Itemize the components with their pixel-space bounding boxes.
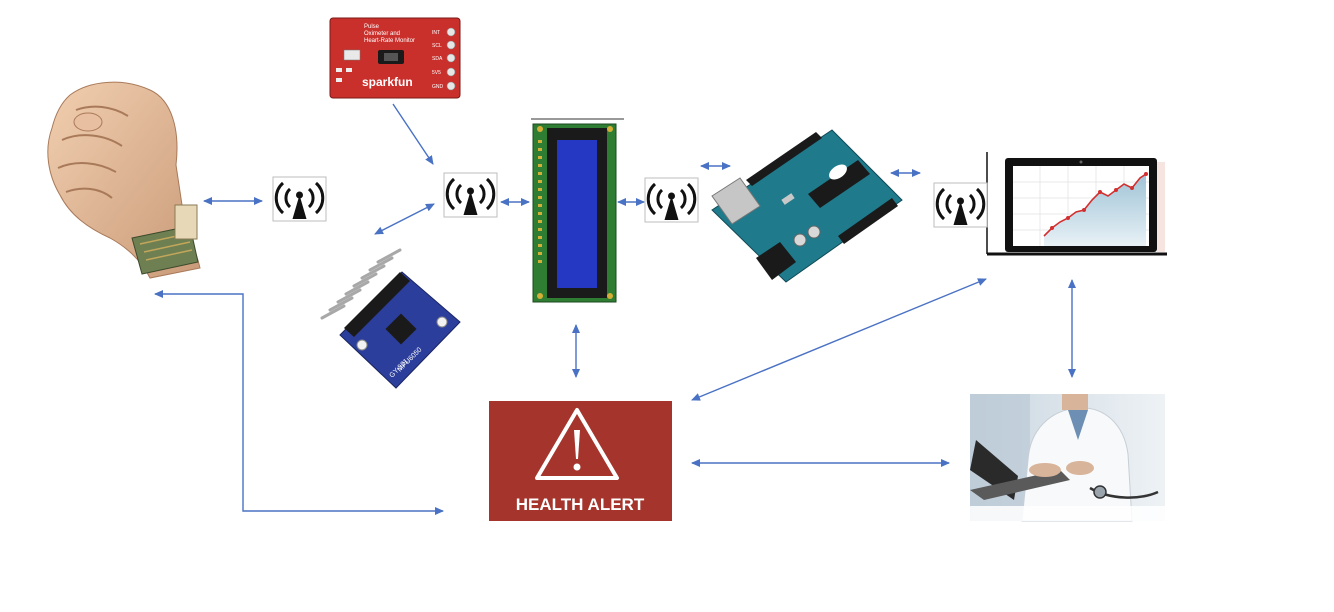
lcd-display-module [531, 118, 624, 303]
wifi-antenna-icon [272, 176, 327, 222]
arduino-board [711, 129, 903, 283]
sensor-brand: sparkfun [362, 75, 413, 89]
health-alert-box: HEALTH ALERT [489, 401, 672, 521]
arrow-wifi-imu [374, 203, 435, 235]
pulse-sensor-board: Pulse Oximeter and Heart-Rate Monitor sp… [329, 17, 461, 99]
sensor-title-line-3: Heart-Rate Monitor [364, 38, 415, 44]
sensor-title-line-2: Oximeter and [364, 31, 400, 37]
sensor-pin-label: GND [432, 84, 444, 90]
wifi-antenna-icon [644, 177, 699, 223]
sensor-title-line-1: Pulse [364, 24, 380, 30]
imu-sensor-board: MPU6050 GY-521 [320, 248, 461, 389]
sensor-pin-label: INT [432, 30, 440, 36]
wifi-antenna-icon [443, 172, 498, 218]
fist-with-patch-icon [47, 81, 201, 279]
sensor-pin-label: 5V5 [432, 70, 441, 76]
sensor-pin-label: SCL [432, 43, 442, 49]
doctor-photo [970, 394, 1165, 522]
health-alert-label: HEALTH ALERT [516, 495, 645, 514]
arrow-alert-fist-loop [154, 290, 444, 515]
sensor-pin-label: SDA [432, 56, 443, 62]
laptop-chart-icon [986, 152, 1167, 256]
arrow-laptop-alert [691, 278, 987, 401]
warning-triangle-icon [535, 408, 619, 480]
wifi-antenna-icon [933, 182, 988, 228]
arrow-sensor-wifi [392, 103, 434, 165]
